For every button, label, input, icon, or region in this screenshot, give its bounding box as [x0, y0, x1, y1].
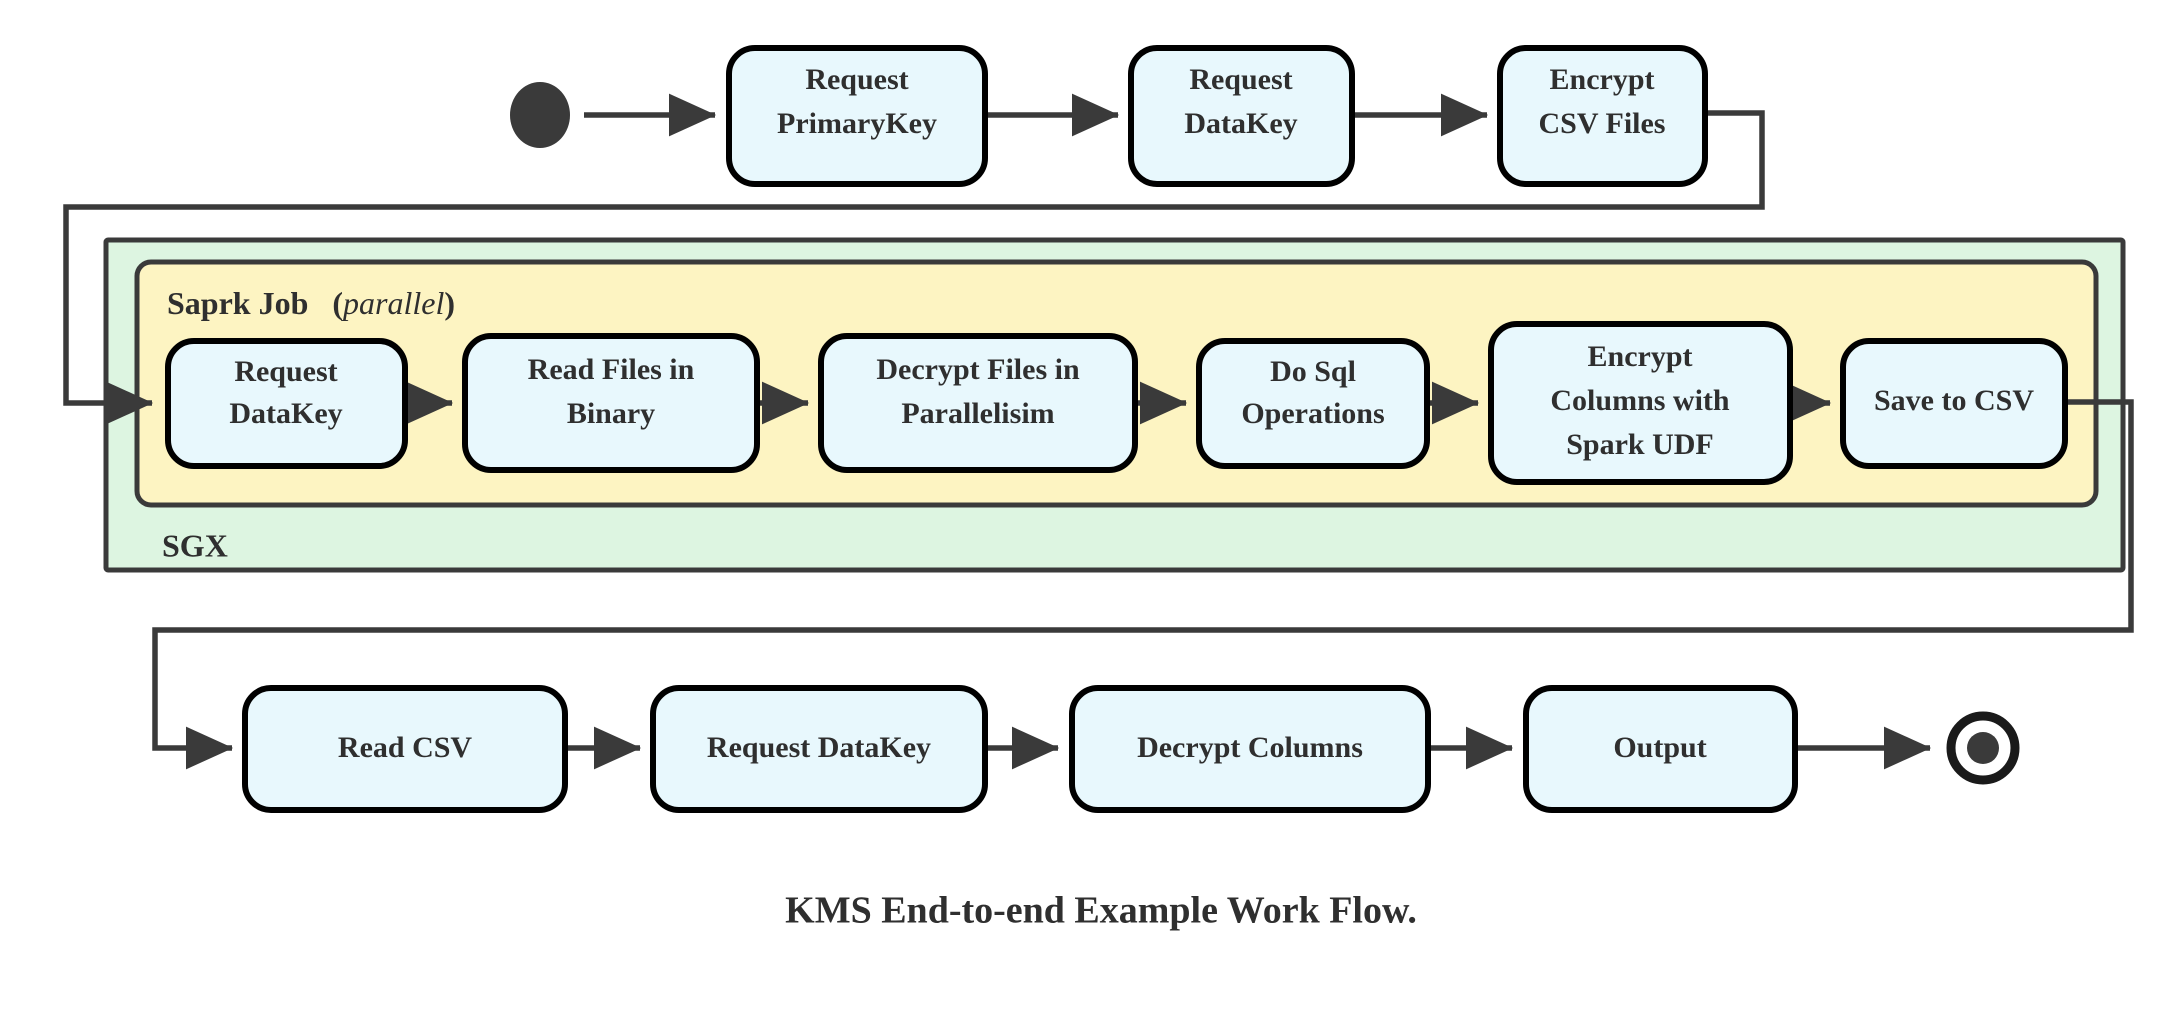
- node-request-datakey-spark-box[interactable]: [165, 338, 408, 469]
- connectors: [63, 93, 2134, 770]
- node-save-to-csv-line-1: Save to CSV: [1874, 384, 2034, 417]
- node-decrypt-columns-line-1: Decrypt Columns: [1137, 731, 1363, 764]
- node-request-datakey-top-line-2: DataKey: [1184, 107, 1297, 140]
- spark-job-label-italic: parallel: [341, 285, 444, 321]
- node-decrypt-files-in-parallelisim-box[interactable]: [818, 333, 1138, 473]
- edge-save-to-csv-to-read-csv: [152, 399, 2134, 770]
- node-encrypt-columns-with-spark-udf-line-3: Spark UDF: [1566, 428, 1714, 461]
- node-do-sql-operations-line-1: Do Sql: [1270, 355, 1356, 388]
- start-state-circle-icon: [510, 82, 570, 148]
- node-read-files-in-binary-box[interactable]: [462, 333, 760, 473]
- sgx-label: SGX: [162, 527, 228, 563]
- node-read-files-in-binary[interactable]: Read Files in Binary: [462, 333, 760, 473]
- node-request-primarykey-box[interactable]: [726, 45, 988, 187]
- node-request-primarykey[interactable]: Request PrimaryKey: [726, 45, 988, 187]
- node-request-datakey-top[interactable]: Request DataKey: [1128, 45, 1355, 187]
- end-state: [1946, 711, 2020, 785]
- diagram-caption: KMS End-to-end Example Work Flow.: [785, 890, 1417, 932]
- node-encrypt-columns-with-spark-udf-box[interactable]: [1488, 321, 1793, 485]
- node-output-box[interactable]: [1523, 685, 1798, 813]
- node-request-primarykey-line-2: PrimaryKey: [777, 107, 937, 140]
- node-request-datakey-spark[interactable]: Request DataKey: [165, 338, 408, 469]
- node-read-files-in-binary-line-1: Read Files in: [528, 353, 695, 386]
- node-read-files-in-binary-line-2: Binary: [567, 397, 655, 430]
- node-decrypt-files-in-parallelisim[interactable]: Decrypt Files in Parallelisim: [818, 333, 1138, 473]
- node-request-datakey-top-box[interactable]: [1128, 45, 1355, 187]
- node-read-csv-line-1: Read CSV: [338, 731, 473, 764]
- node-output-line-1: Output: [1613, 731, 1706, 764]
- node-do-sql-operations-line-2: Operations: [1241, 397, 1384, 430]
- spark-job-label: Saprk Job (parallel): [167, 285, 455, 321]
- node-request-primarykey-line-1: Request: [805, 63, 908, 96]
- spark-job-label-main: Saprk Job: [167, 285, 308, 321]
- start-state: [510, 82, 570, 148]
- node-request-datakey-bottom-line-1: Request DataKey: [707, 731, 931, 764]
- node-encrypt-csv-files-line-2: CSV Files: [1539, 107, 1666, 140]
- node-save-to-csv-box[interactable]: [1840, 338, 2068, 469]
- edge-encrypt-csv-to-request-datakey-spark: [63, 110, 1765, 425]
- node-save-to-csv[interactable]: Save to CSV: [1840, 338, 2068, 469]
- end-state-core-icon: [1967, 732, 1999, 764]
- node-encrypt-csv-files[interactable]: Encrypt CSV Files: [1497, 45, 1708, 187]
- node-decrypt-files-in-parallelisim-line-1: Decrypt Files in: [876, 353, 1080, 386]
- node-request-datakey-top-line-1: Request: [1189, 63, 1292, 96]
- node-do-sql-operations-box[interactable]: [1196, 338, 1430, 469]
- node-encrypt-csv-files-box[interactable]: [1497, 45, 1708, 187]
- spark-job-label-paren-close: ): [444, 285, 455, 321]
- node-request-datakey-bottom-box[interactable]: [650, 685, 988, 813]
- node-request-datakey-bottom[interactable]: Request DataKey: [650, 685, 988, 813]
- node-encrypt-columns-with-spark-udf[interactable]: Encrypt Columns with Spark UDF: [1488, 321, 1793, 485]
- node-decrypt-columns-box[interactable]: [1069, 685, 1431, 813]
- node-encrypt-columns-with-spark-udf-line-1: Encrypt: [1588, 340, 1693, 373]
- spark-job-label-paren-open: (: [332, 285, 343, 321]
- node-encrypt-columns-with-spark-udf-line-2: Columns with: [1550, 384, 1730, 417]
- node-encrypt-csv-files-line-1: Encrypt: [1550, 63, 1655, 96]
- node-do-sql-operations[interactable]: Do Sql Operations: [1196, 338, 1430, 469]
- node-request-datakey-spark-line-1: Request: [234, 355, 337, 388]
- node-request-datakey-spark-line-2: DataKey: [229, 397, 342, 430]
- node-decrypt-files-in-parallelisim-line-2: Parallelisim: [901, 397, 1054, 430]
- node-output[interactable]: Output: [1523, 685, 1798, 813]
- node-decrypt-columns[interactable]: Decrypt Columns: [1069, 685, 1431, 813]
- node-read-csv-box[interactable]: [242, 685, 568, 813]
- node-read-csv[interactable]: Read CSV: [242, 685, 568, 813]
